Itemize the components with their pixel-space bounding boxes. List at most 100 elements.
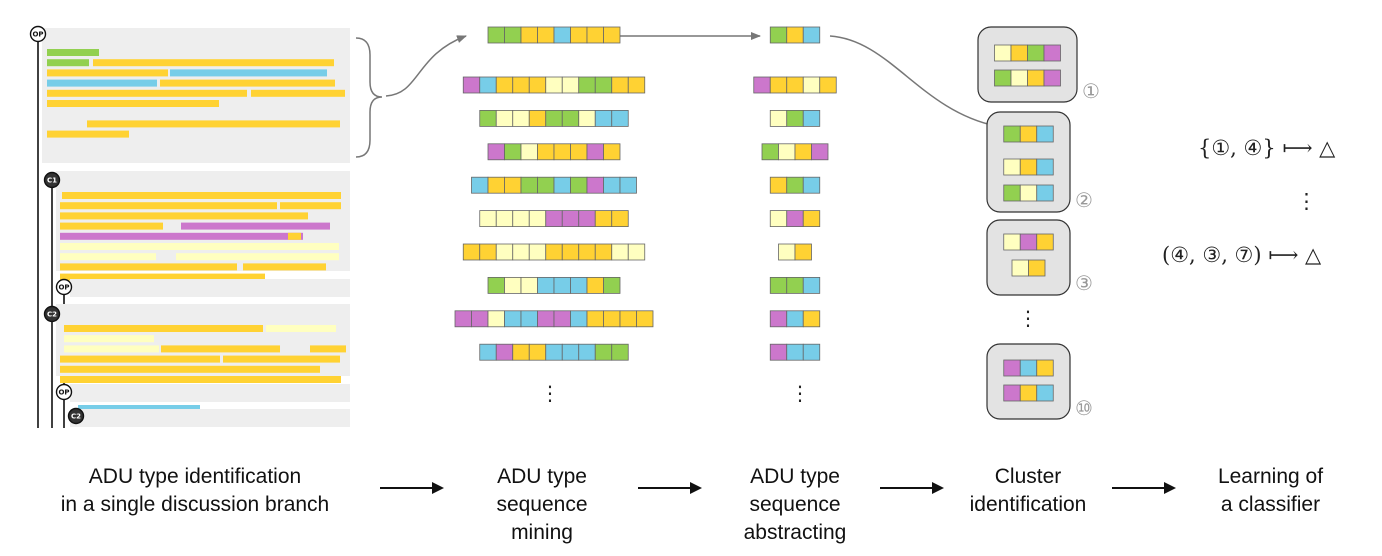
cluster: ① (977, 26, 1100, 103)
adu-cell (786, 110, 804, 127)
adu-cell (1036, 158, 1054, 176)
flow-arrow-4 (1112, 482, 1176, 494)
adu-cell (603, 26, 621, 44)
post-block (42, 28, 350, 163)
connector-to-cluster (829, 35, 997, 129)
adu-segment (47, 49, 57, 56)
adu-cell (611, 76, 629, 94)
adu-cell (1043, 44, 1061, 62)
mined-sequence (471, 176, 637, 194)
adu-cell (487, 26, 505, 44)
post-panel (70, 409, 350, 427)
caption-line: ADU type (750, 465, 840, 488)
branch-node-circle (55, 278, 73, 296)
adu-cell (537, 26, 555, 44)
cluster-sequence (994, 69, 1061, 87)
adu-cell (594, 76, 613, 94)
cluster-sequence (1003, 384, 1054, 402)
adu-cell (504, 176, 522, 194)
adu-cell (578, 110, 596, 127)
cluster-box (986, 219, 1071, 296)
adu-cell (520, 176, 538, 194)
adu-segment (47, 49, 99, 56)
cluster-identification-column: ① ②③ ⑩ ⋮ (977, 26, 1100, 420)
adu-segment (47, 69, 168, 77)
adu-cell (462, 76, 481, 94)
mined-sequence-top (487, 26, 621, 44)
adu-cell (769, 210, 788, 228)
abstracted-sequence (769, 210, 821, 228)
branch-node: C2 (67, 407, 85, 425)
adu-cell (769, 176, 788, 194)
adu-segment (280, 202, 341, 210)
cluster-sequence (1011, 259, 1046, 277)
branch-node-circle (43, 171, 61, 189)
adu-segment (47, 79, 157, 87)
adu-cell (1036, 384, 1054, 402)
adu-cell (594, 243, 613, 261)
cluster: ② (986, 111, 1093, 213)
post-block (56, 171, 350, 281)
adu-segment (60, 253, 156, 261)
adu-cell (512, 243, 530, 261)
branch-node-label: OP (58, 284, 69, 292)
adu-cell (528, 110, 547, 127)
post-block (70, 409, 350, 427)
adu-segment (47, 130, 129, 138)
mined-sequence (479, 110, 629, 127)
adu-cell (586, 276, 604, 294)
adu-segment (243, 263, 326, 271)
adu-segment (47, 100, 219, 107)
adu-cell (471, 176, 489, 194)
adu-cell (512, 110, 530, 127)
adu-cell (570, 176, 588, 194)
adu-segment (93, 59, 334, 67)
adu-cell (1019, 125, 1038, 143)
adu-cell (819, 76, 837, 94)
adu-cell (769, 343, 788, 361)
adu-cell (603, 310, 621, 328)
cluster-label: ⑩ (1075, 396, 1093, 420)
adu-cell (786, 310, 804, 328)
adu-cell (1027, 44, 1045, 62)
abstracted-sequence (769, 110, 821, 127)
adu-segment (47, 89, 247, 97)
adu-segment (64, 325, 263, 332)
cluster: ③ (986, 219, 1093, 296)
branch-node-label: C1 (47, 177, 57, 185)
adu-cell (504, 276, 522, 294)
adu-cell (520, 26, 538, 44)
caption-line: Cluster (994, 465, 1062, 488)
adu-cell (1010, 69, 1028, 87)
adu-cell (504, 310, 522, 328)
clusters-ellipsis: ⋮ (1018, 306, 1038, 330)
branch-node-label: OP (32, 31, 43, 39)
adu-cell (570, 26, 588, 44)
adu-segment (170, 69, 327, 77)
caption-cluster-identification: Cluster identification (948, 463, 1108, 519)
cluster-sequence (1003, 125, 1054, 143)
cluster-sequence (1003, 158, 1054, 176)
adu-segment (60, 243, 339, 250)
adu-segment (78, 405, 200, 412)
mined-sequence (479, 343, 629, 361)
adu-cell (578, 343, 596, 361)
adu-cell (1003, 384, 1021, 402)
abstracted-sequence (769, 310, 821, 328)
adu-cell (1003, 158, 1021, 176)
adu-cell (1003, 125, 1021, 143)
branch-node-label: OP (58, 389, 69, 397)
adu-cell (537, 310, 555, 328)
cluster: ⑩ (986, 343, 1093, 420)
adu-cell (753, 76, 771, 94)
adu-cell (578, 210, 596, 228)
adu-segment (181, 222, 330, 230)
caption-line: identification (969, 493, 1087, 516)
adu-cell (553, 176, 571, 194)
sequence-mining-column: ⋮ (454, 26, 654, 405)
adu-cell (512, 210, 530, 228)
adu-cell (545, 343, 563, 361)
adu-cell (1003, 359, 1021, 377)
adu-cell (570, 276, 588, 294)
adu-cell (578, 243, 596, 261)
